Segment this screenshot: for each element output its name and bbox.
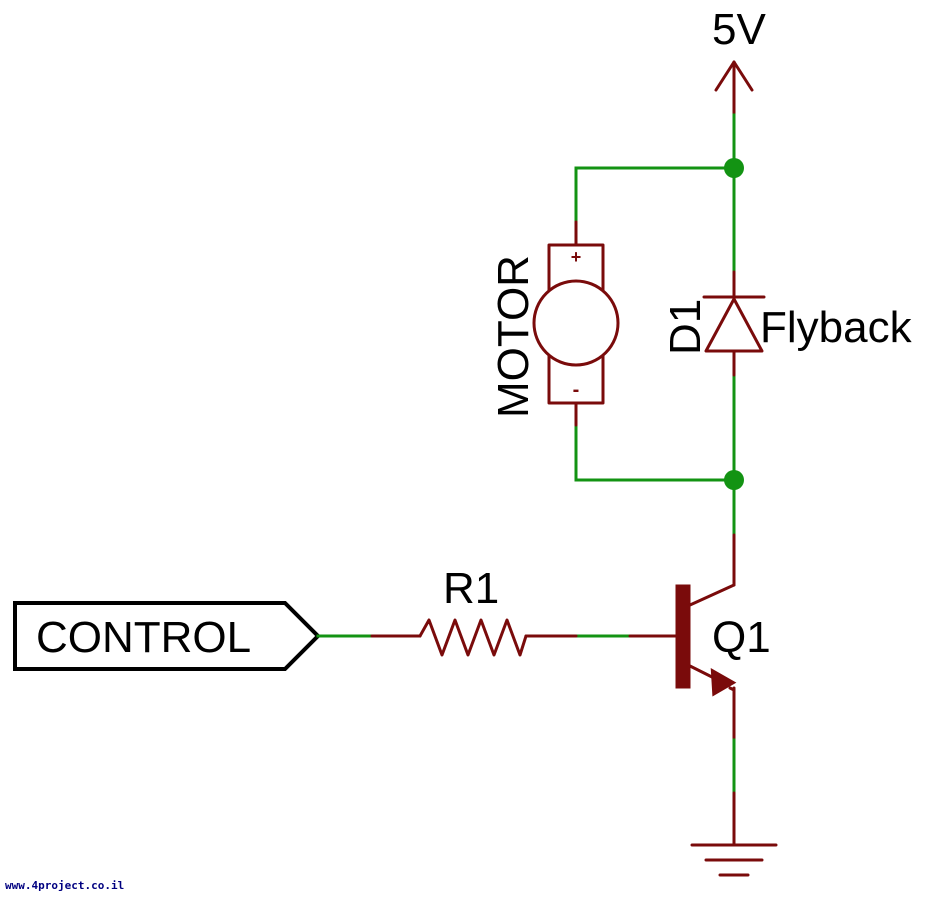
diode-name-label: D1 [661, 299, 710, 355]
junction-top [724, 158, 744, 178]
motor-label: MOTOR [489, 255, 538, 418]
ground-symbol [690, 791, 778, 877]
wire-top-node-to-motor [574, 166, 736, 224]
supply-5v-symbol [714, 60, 754, 117]
wire-motor-to-bottom-node [574, 423, 736, 482]
diode-value-label: Flyback [760, 303, 913, 352]
resistor-symbol [370, 618, 578, 657]
motor-plus-sign: + [571, 247, 582, 267]
motor-minus-sign: - [573, 379, 580, 401]
transistor-symbol [628, 533, 737, 742]
control-port-label: CONTROL [36, 613, 251, 662]
junction-bottom [724, 470, 744, 490]
control-port-symbol [13, 601, 321, 671]
watermark-text: www.4project.co.il [5, 879, 124, 892]
transistor-label: Q1 [712, 613, 771, 662]
motor-symbol [532, 220, 620, 427]
supply-label: 5V [712, 5, 766, 54]
resistor-label: R1 [443, 564, 499, 613]
diode-symbol [702, 270, 766, 377]
